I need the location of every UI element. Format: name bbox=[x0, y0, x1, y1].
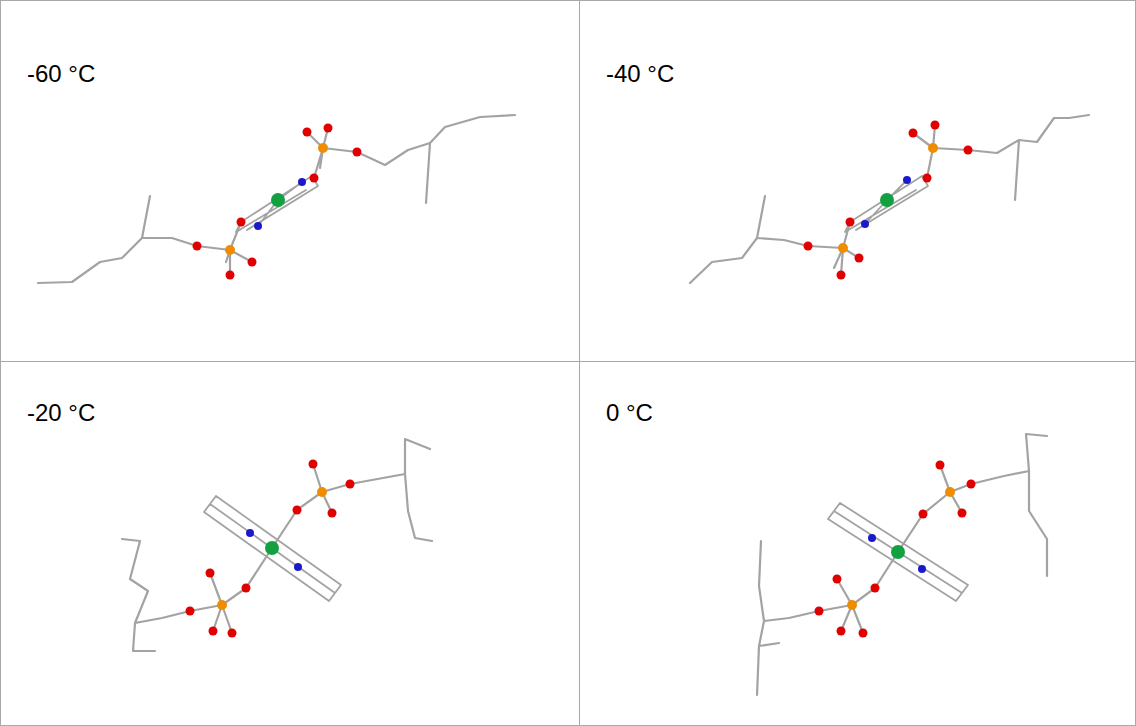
nickel-atom bbox=[265, 541, 279, 555]
oxygen-atom bbox=[931, 121, 940, 130]
oxygen-atom bbox=[209, 627, 218, 636]
oxygen-atom bbox=[833, 575, 842, 584]
nitrogen-atom bbox=[298, 178, 306, 186]
phosphorus-atom bbox=[847, 600, 857, 610]
ring-bond bbox=[845, 176, 928, 232]
oxygen-atom bbox=[958, 509, 967, 518]
nitrogen-atom bbox=[861, 220, 869, 228]
oxygen-atom bbox=[967, 480, 976, 489]
oxygen-atom bbox=[353, 148, 362, 157]
phosphorus-atom bbox=[318, 143, 328, 153]
temperature-panel: 0 °C bbox=[579, 361, 1136, 726]
molecule bbox=[122, 439, 432, 651]
oxygen-atom bbox=[837, 271, 846, 280]
temperature-panel: -20 °C bbox=[0, 361, 580, 726]
nitrogen-atom bbox=[254, 222, 262, 230]
oxygen-atom bbox=[193, 242, 202, 251]
oxygen-atom bbox=[964, 146, 973, 155]
oxygen-atom bbox=[859, 629, 868, 638]
temperature-label: -40 °C bbox=[606, 61, 674, 87]
oxygen-atom bbox=[815, 607, 824, 616]
nitrogen-atom bbox=[294, 563, 302, 571]
oxygen-atom bbox=[328, 509, 337, 518]
phosphorus-atom bbox=[928, 143, 938, 153]
nitrogen-atom bbox=[868, 534, 876, 542]
oxygen-atom bbox=[226, 271, 235, 280]
molecule bbox=[757, 434, 1047, 695]
oxygen-atom bbox=[237, 218, 246, 227]
oxygen-atom bbox=[293, 506, 302, 515]
phosphorus-atom bbox=[838, 243, 848, 253]
oxygen-atom bbox=[909, 129, 918, 138]
oxygen-atom bbox=[855, 254, 864, 263]
temperature-label: -20 °C bbox=[27, 400, 95, 426]
oxygen-atom bbox=[923, 174, 932, 183]
oxygen-atom bbox=[871, 584, 880, 593]
bond-line bbox=[38, 115, 515, 283]
oxygen-atom bbox=[324, 124, 333, 133]
molecule bbox=[38, 115, 515, 283]
oxygen-atom bbox=[919, 510, 928, 519]
oxygen-atom bbox=[804, 242, 813, 251]
oxygen-atom bbox=[303, 128, 312, 137]
temperature-panel: -40 °C bbox=[579, 0, 1136, 362]
bond-line bbox=[757, 434, 1047, 695]
nickel-atom bbox=[880, 193, 894, 207]
oxygen-atom bbox=[242, 584, 251, 593]
molecule bbox=[690, 115, 1089, 283]
oxygen-atom bbox=[309, 460, 318, 469]
oxygen-atom bbox=[228, 629, 237, 638]
bond-line bbox=[690, 115, 1089, 283]
phosphorus-atom bbox=[317, 487, 327, 497]
nitrogen-atom bbox=[246, 529, 254, 537]
oxygen-atom bbox=[837, 627, 846, 636]
oxygen-atom bbox=[310, 174, 319, 183]
ring-bond bbox=[828, 503, 968, 601]
oxygen-atom bbox=[186, 607, 195, 616]
oxygen-atom bbox=[936, 461, 945, 470]
phosphorus-atom bbox=[945, 487, 955, 497]
nickel-atom bbox=[271, 193, 285, 207]
bond-line bbox=[122, 439, 432, 651]
phosphorus-atom bbox=[217, 600, 227, 610]
ring-bond bbox=[204, 496, 341, 601]
oxygen-atom bbox=[846, 218, 855, 227]
phosphorus-atom bbox=[225, 245, 235, 255]
oxygen-atom bbox=[346, 480, 355, 489]
oxygen-atom bbox=[206, 569, 215, 578]
temperature-label: 0 °C bbox=[606, 400, 653, 426]
temperature-panel: -60 °C bbox=[0, 0, 580, 362]
temperature-label: -60 °C bbox=[27, 61, 95, 87]
ring-bond bbox=[236, 176, 318, 232]
nickel-atom bbox=[891, 545, 905, 559]
nitrogen-atom bbox=[903, 176, 911, 184]
oxygen-atom bbox=[248, 258, 257, 267]
nitrogen-atom bbox=[918, 565, 926, 573]
